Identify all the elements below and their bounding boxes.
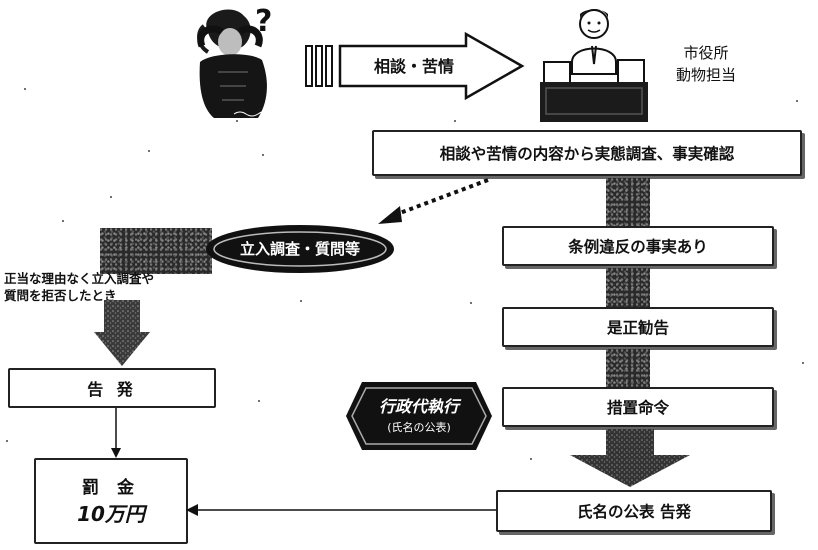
refusal-note-line1: 正当な理由なく立入調査や xyxy=(4,271,155,286)
administrative-execution-badge xyxy=(344,380,494,452)
order-box: 措置命令 xyxy=(502,387,774,427)
flow-down-arrow-icon xyxy=(566,429,694,487)
question-mark: ? xyxy=(255,4,273,39)
flow-connector-2 xyxy=(606,268,650,308)
publication-box: 氏名の公表 告発 xyxy=(496,490,772,532)
publication-to-fine-arrow-icon xyxy=(186,502,498,518)
inspection-band xyxy=(100,228,212,274)
city-office-line1: 市役所 xyxy=(683,44,729,62)
refusal-note-line2: 質問を拒否したとき xyxy=(4,288,117,303)
inspection-oval-label: 立入調査・質問等 xyxy=(239,240,360,258)
accusation-box: 告 発 xyxy=(8,368,216,408)
worried-person-illustration xyxy=(178,2,288,120)
order-label: 措置命令 xyxy=(606,399,669,417)
badge-line2: (氏名の公表) xyxy=(387,421,451,434)
arrow-bars-icon xyxy=(304,44,346,88)
fine-line2: 10万円 xyxy=(77,502,145,526)
refusal-note: 正当な理由なく立入調査や 質問を拒否したとき xyxy=(4,270,154,304)
fine-line1: 罰 金 xyxy=(82,478,140,498)
city-office-clerk-illustration xyxy=(536,4,652,126)
consult-arrow-label: 相談・苦情 xyxy=(374,57,455,76)
recommendation-box: 是正勧告 xyxy=(502,307,774,347)
inspection-oval xyxy=(204,224,396,274)
flow-connector-3 xyxy=(606,349,650,387)
city-office-line2: 動物担当 xyxy=(676,66,737,84)
flow-connector-1 xyxy=(606,178,650,226)
investigation-label: 相談や苦情の内容から実態調査、事実確認 xyxy=(439,145,735,163)
consult-arrow-icon xyxy=(336,30,526,102)
badge-line1: 行政代執行 xyxy=(378,397,459,416)
left-down-arrow-icon xyxy=(92,300,152,368)
violation-label: 条例違反の事実あり xyxy=(568,238,708,256)
violation-box: 条例違反の事実あり xyxy=(502,226,774,266)
recommendation-label: 是正勧告 xyxy=(606,319,669,337)
fine-box: 罰 金 10万円 xyxy=(34,458,188,544)
accusation-connector xyxy=(110,408,122,458)
accusation-label: 告 発 xyxy=(87,380,137,399)
city-office-label: 市役所 動物担当 xyxy=(676,42,736,86)
dotted-arrow-icon xyxy=(372,174,492,230)
publication-label: 氏名の公表 告発 xyxy=(577,503,691,521)
investigation-box: 相談や苦情の内容から実態調査、事実確認 xyxy=(372,130,802,176)
